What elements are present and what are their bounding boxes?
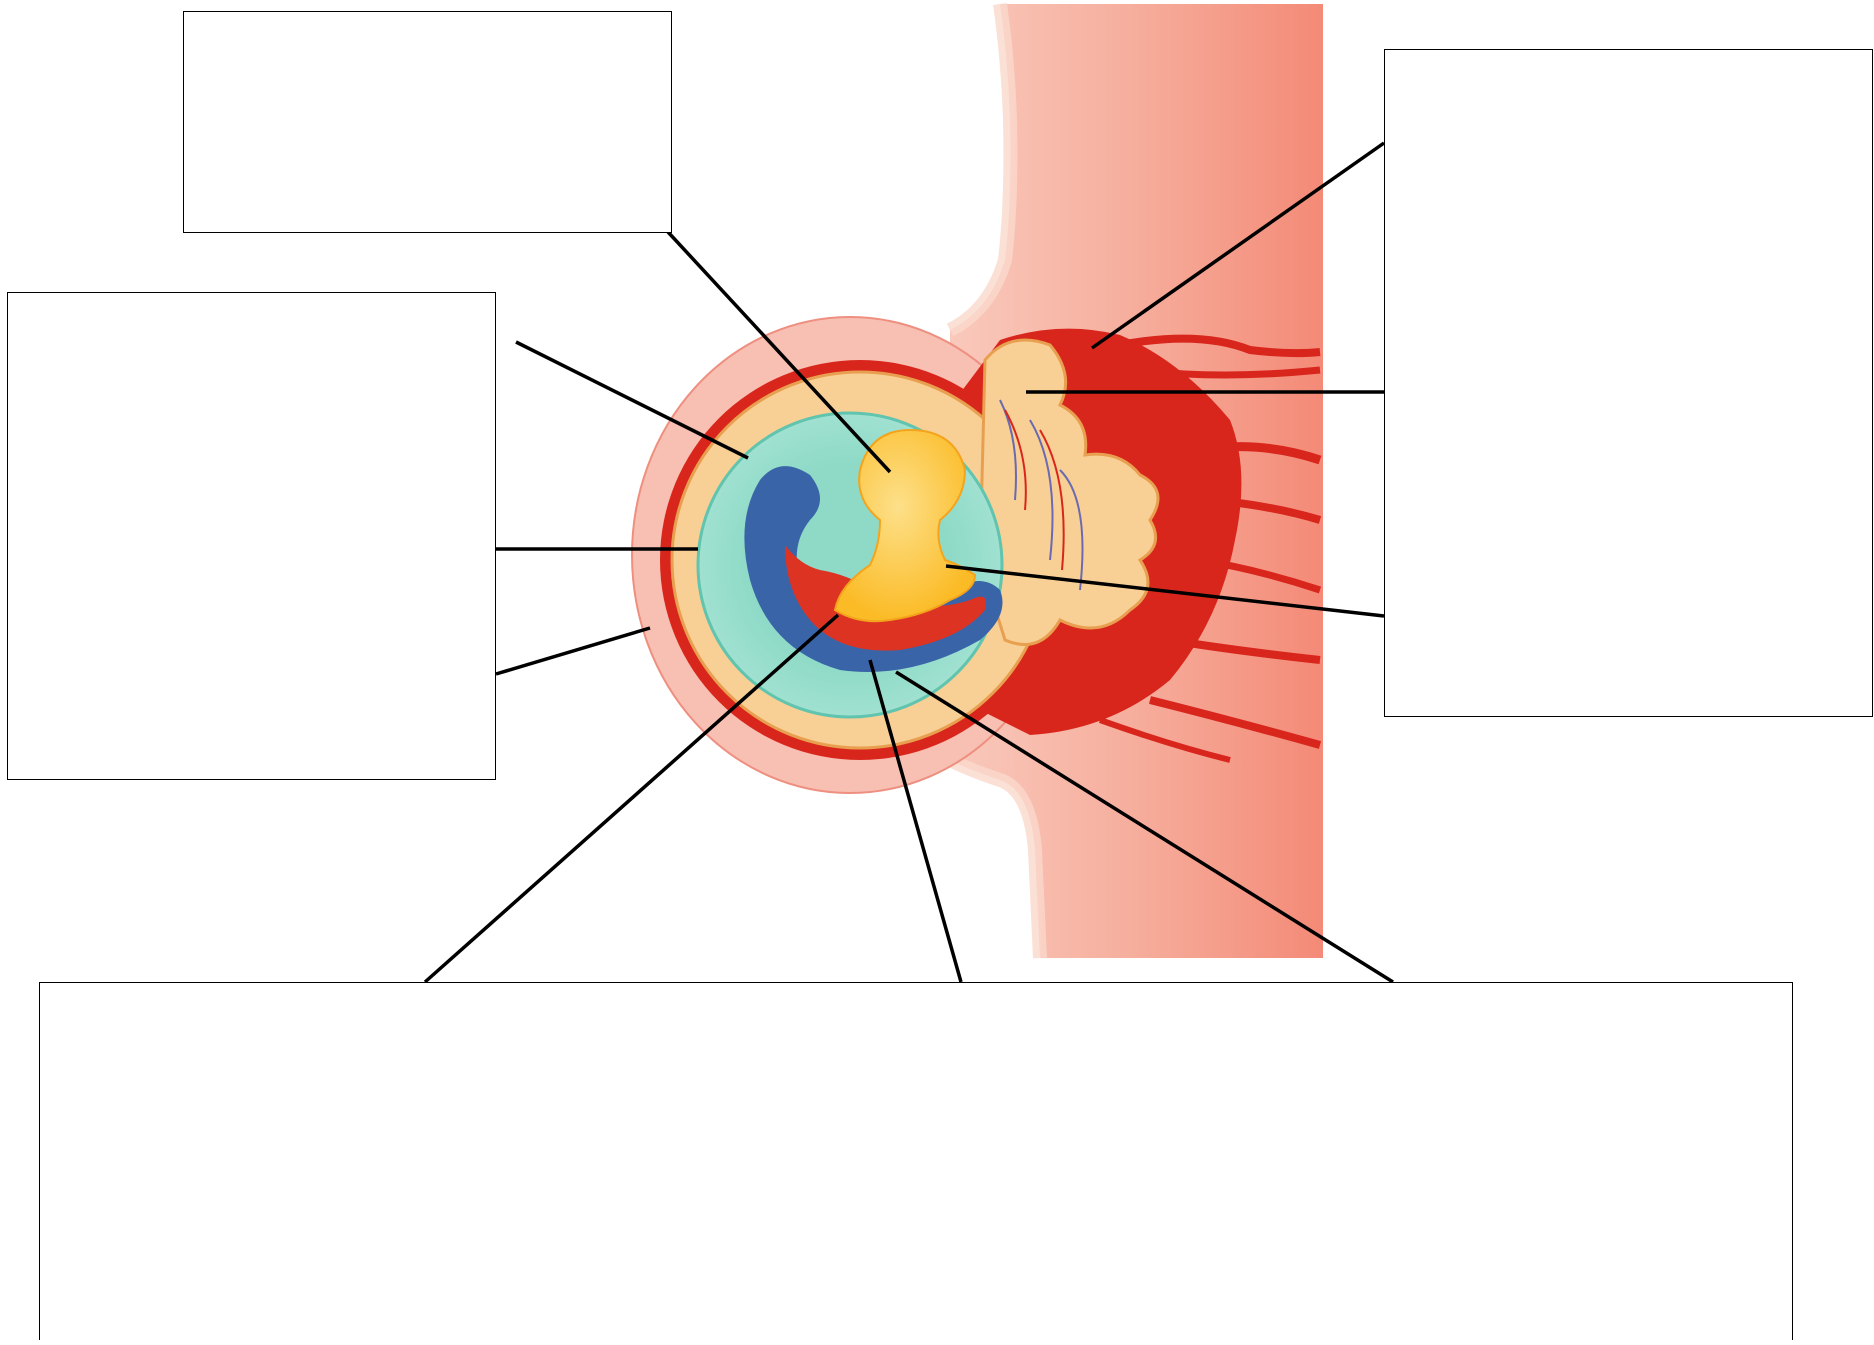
label-box-left[interactable] bbox=[7, 292, 496, 780]
label-box-right-text bbox=[1385, 50, 1872, 70]
leader-line-placenta-red bbox=[1092, 143, 1384, 348]
label-box-left-text bbox=[8, 293, 495, 313]
label-box-right[interactable] bbox=[1384, 49, 1873, 717]
leader-line-embryo-red bbox=[870, 660, 961, 982]
leader-line-umbilical-stalk bbox=[946, 566, 1384, 616]
leader-line-decidua bbox=[496, 628, 650, 674]
label-box-bottom[interactable] bbox=[39, 982, 1793, 1340]
leader-line-embryo-blue bbox=[896, 672, 1393, 982]
label-box-bottom-text bbox=[40, 983, 1792, 1003]
leader-line-amnion bbox=[516, 342, 748, 458]
label-box-top-left[interactable] bbox=[183, 11, 672, 233]
label-box-top-left-text bbox=[184, 12, 671, 32]
